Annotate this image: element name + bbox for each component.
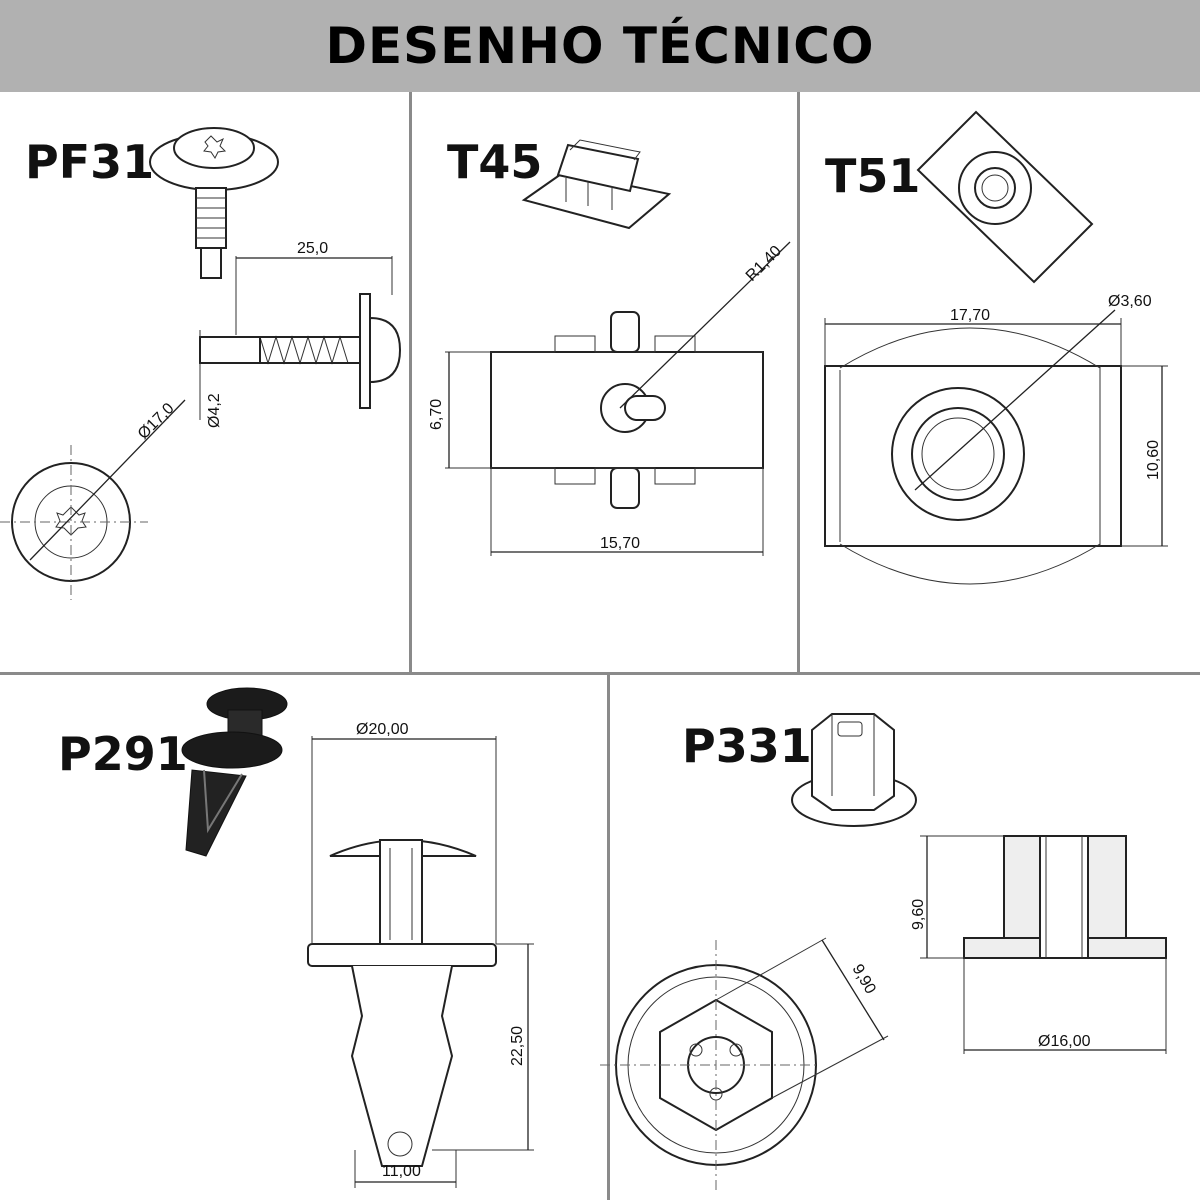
p331-section-view <box>920 835 1167 1054</box>
t45-dim-radius: R1,40 <box>743 243 785 285</box>
divider-bottom <box>607 675 610 1200</box>
t51-dim-width: 17,70 <box>950 307 990 324</box>
pf31-top-view <box>0 399 186 600</box>
part-code-pf31: PF31 <box>25 135 154 189</box>
p331-dim-flange: Ø16,00 <box>1038 1033 1091 1050</box>
divider-top-1 <box>409 92 412 674</box>
divider-top-2 <box>797 92 800 674</box>
p331-dim-hex: 9,90 <box>849 962 879 998</box>
p291-dim-width: 11,00 <box>382 1163 421 1180</box>
part-code-t51: T51 <box>825 149 920 203</box>
divider-horizontal <box>0 672 1200 675</box>
panel-p331: P331 <box>600 713 1167 1190</box>
page-title: DESENHO TÉCNICO <box>325 17 875 75</box>
t51-dim-hole: Ø3,60 <box>1108 293 1152 310</box>
title-banner <box>0 0 1200 92</box>
part-code-t45: T45 <box>447 135 542 189</box>
panel-p291: P291 Ø20,00 22,50 1 <box>58 687 534 1188</box>
pf31-dim-head: Ø17,0 <box>135 400 178 443</box>
t45-clip-render <box>521 139 672 230</box>
t51-nut-render <box>916 110 1094 284</box>
pf31-dim-shank: Ø4,2 <box>206 393 223 428</box>
panel-t51: T51 17,70 Ø3,60 10,60 <box>824 110 1168 585</box>
p331-dim-height: 9,60 <box>910 899 927 930</box>
panel-pf31: PF31 25,0 Ø4,2 <box>0 127 402 600</box>
pf31-screw-render <box>149 127 279 279</box>
t45-dim-height: 6,70 <box>428 399 445 430</box>
t45-dim-width: 15,70 <box>600 535 640 552</box>
t45-front-view <box>445 241 791 556</box>
part-code-p331: P331 <box>682 719 812 773</box>
t51-dim-height: 10,60 <box>1145 440 1162 480</box>
p291-rivet-render <box>181 687 288 857</box>
part-code-p291: P291 <box>58 727 188 781</box>
panel-t45: T45 R1,40 6,70 15,70 <box>428 135 791 556</box>
pf31-dim-length: 25,0 <box>297 240 328 257</box>
t51-front-view <box>824 309 1168 585</box>
p291-side-view <box>307 736 534 1188</box>
p291-dim-length: 22,50 <box>509 1026 526 1066</box>
pf31-side-view <box>199 256 402 420</box>
p331-top-view <box>600 937 889 1190</box>
p331-nut-render <box>791 713 917 827</box>
p291-dim-head: Ø20,00 <box>356 721 409 738</box>
